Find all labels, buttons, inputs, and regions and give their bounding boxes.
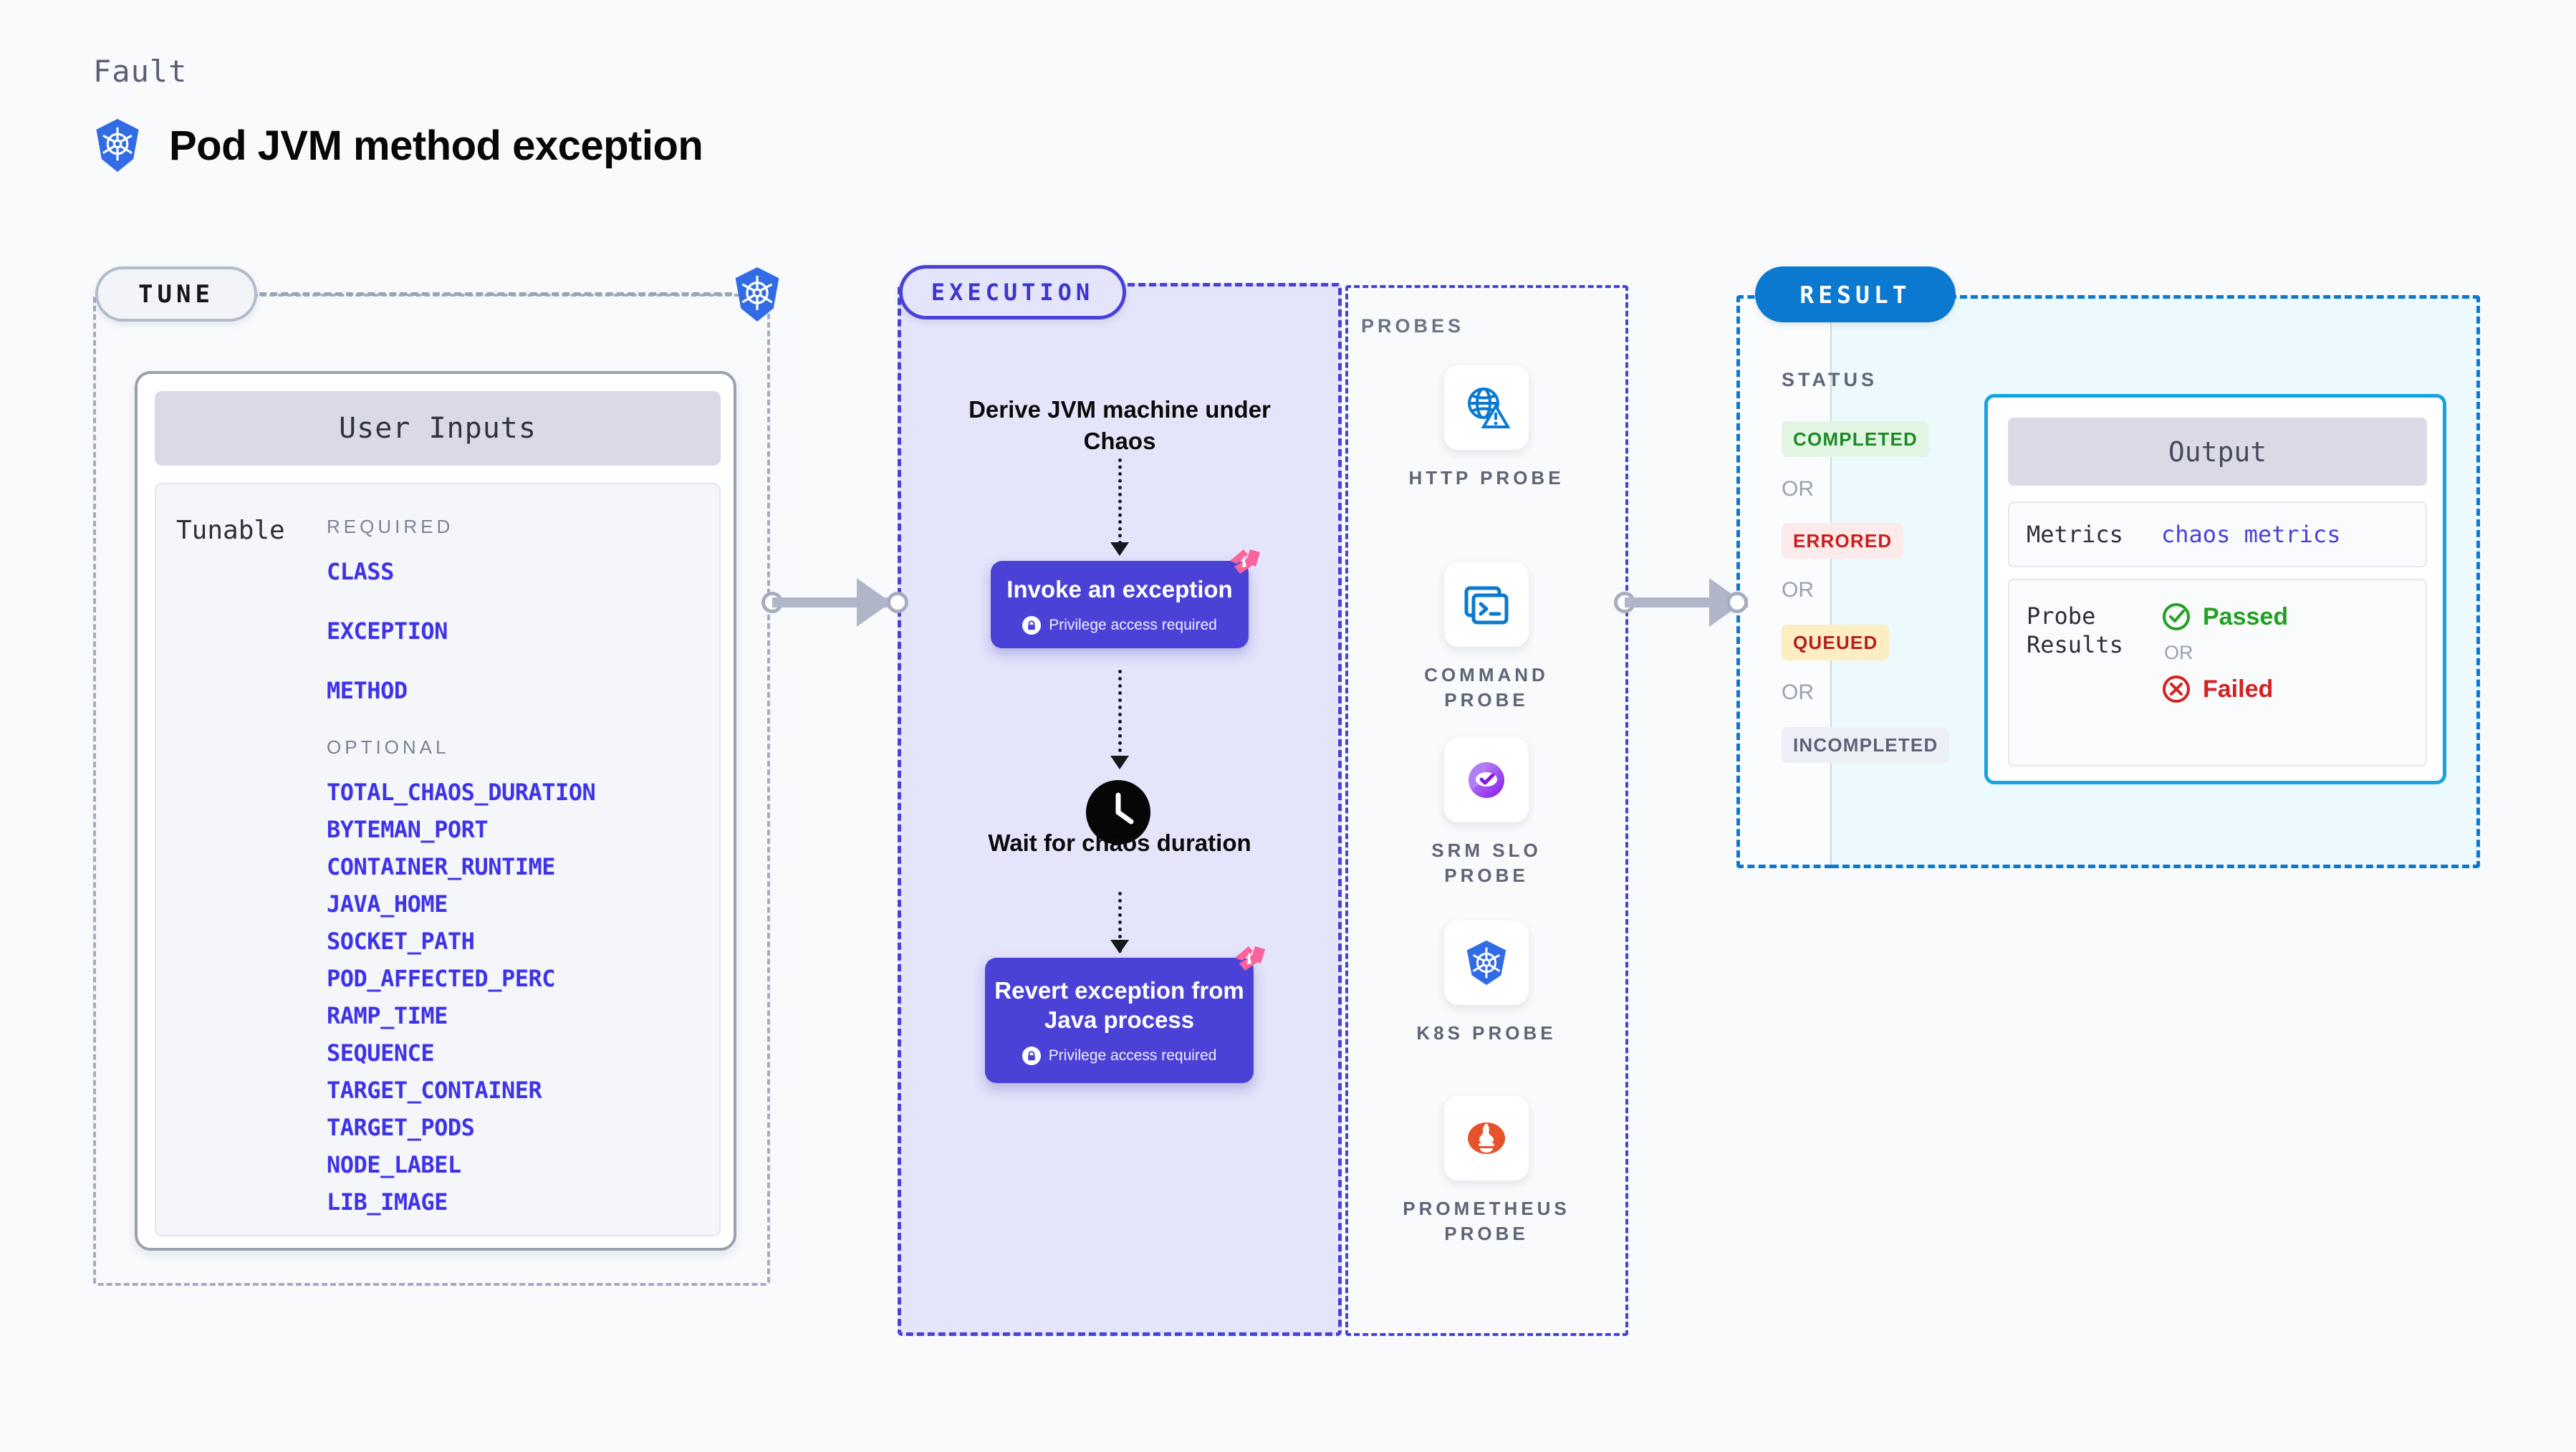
param-ramp-time[interactable]: RAMP_TIME <box>327 1002 448 1029</box>
output-header: Output <box>2008 418 2427 486</box>
probe-label: COMMAND PROBE <box>1424 664 1549 711</box>
or-separator: OR <box>1782 578 1814 602</box>
param-pod-affected-perc[interactable]: POD_AFFECTED_PERC <box>327 965 556 992</box>
lock-icon <box>1022 1047 1041 1066</box>
page-title: Pod JVM method exception <box>93 118 703 173</box>
kubernetes-icon <box>1466 940 1506 986</box>
execution-wait-label: Wait for chaos duration <box>988 830 1251 856</box>
output-probe-results-row: Probe Results Passed OR Faile <box>2008 579 2427 766</box>
required-group-title: REQUIRED <box>327 516 454 537</box>
param-target-container[interactable]: TARGET_CONTAINER <box>327 1077 542 1104</box>
status-title: STATUS <box>1782 369 1878 390</box>
probe-results-values: Passed OR Failed <box>2161 602 2426 765</box>
metrics-key: Metrics <box>2027 521 2123 548</box>
param-exception[interactable]: EXCEPTION <box>327 617 448 645</box>
flow-line-1 <box>1118 458 1122 544</box>
execution-step-derive-label: Derive JVM machine under Chaos <box>969 396 1271 454</box>
prometheus-icon <box>1468 1122 1505 1154</box>
param-target-pods[interactable]: TARGET_PODS <box>327 1114 475 1141</box>
optional-param-list: TOTAL_CHAOS_DURATION BYTEMAN_PORT CONTAI… <box>327 779 719 1216</box>
lock-icon <box>1022 616 1042 635</box>
optional-group-title: OPTIONAL <box>327 736 450 758</box>
param-container-runtime[interactable]: CONTAINER_RUNTIME <box>327 853 556 880</box>
metrics-value-link[interactable]: chaos metrics <box>2161 521 2341 548</box>
param-byteman-port[interactable]: BYTEMAN_PORT <box>327 816 489 843</box>
param-class[interactable]: CLASS <box>327 558 394 585</box>
or-separator: OR <box>1782 477 1814 501</box>
tune-pill[interactable]: TUNE <box>95 266 257 322</box>
fault-eyebrow: Fault <box>93 54 188 89</box>
user-inputs-header: User Inputs <box>155 391 721 466</box>
user-inputs-card: User Inputs Tunable REQUIRED CLASS EXCEP… <box>135 371 736 1251</box>
result-pill[interactable]: RESULT <box>1755 266 1956 322</box>
param-method[interactable]: METHOD <box>327 677 408 704</box>
privilege-note: Privilege access required <box>1022 616 1217 635</box>
probe-k8s[interactable]: K8S PROBE <box>1393 920 1580 1046</box>
probe-tile <box>1444 1096 1529 1181</box>
clock-icon <box>1083 777 1153 851</box>
execution-node-invoke-exception[interactable]: Invoke an exception Privilege access req… <box>991 549 1260 648</box>
flow-line-3 <box>1118 892 1122 953</box>
privilege-note: Privilege access required <box>1022 1047 1217 1066</box>
node-title: Invoke an exception <box>1006 575 1233 602</box>
tunable-parameters: REQUIRED CLASS EXCEPTION METHOD OPTIONAL… <box>327 484 719 1235</box>
param-java-home[interactable]: JAVA_HOME <box>327 890 448 918</box>
param-total-chaos-duration[interactable]: TOTAL_CHAOS_DURATION <box>327 779 596 806</box>
terminal-icon <box>1464 586 1509 625</box>
probe-label: PROMETHEUS PROBE <box>1403 1198 1570 1245</box>
page-title-text: Pod JVM method exception <box>169 122 703 169</box>
user-inputs-body: Tunable REQUIRED CLASS EXCEPTION METHOD … <box>155 483 721 1236</box>
status-badge-completed: COMPLETED <box>1782 421 1930 457</box>
or-separator: OR <box>2164 642 2193 663</box>
flow-arrow-2 <box>1110 756 1129 769</box>
result-divider <box>1830 299 1832 865</box>
x-circle-icon <box>2163 675 2190 703</box>
failed-label: Failed <box>2203 675 2274 703</box>
probe-tile <box>1444 562 1529 647</box>
status-badge-queued: QUEUED <box>1782 625 1890 660</box>
litmus-icon <box>1229 942 1269 986</box>
execution-node-revert-exception[interactable]: Revert exception from Java process Privi… <box>985 946 1265 1083</box>
probe-http[interactable]: HTTP PROBE <box>1393 365 1580 491</box>
or-separator: OR <box>1782 681 1814 704</box>
kubernetes-icon <box>731 266 783 326</box>
probe-tile <box>1444 365 1529 450</box>
tune-connector-line <box>259 292 732 296</box>
check-circle-icon <box>2163 603 2190 630</box>
srm-slo-icon <box>1469 762 1504 798</box>
privilege-text: Privilege access required <box>1048 1047 1217 1064</box>
param-socket-path[interactable]: SOCKET_PATH <box>327 928 475 955</box>
probe-command[interactable]: COMMAND PROBE <box>1393 562 1580 713</box>
status-badge-incompleted: INCOMPLETED <box>1782 727 1950 763</box>
probe-label: SRM SLO PROBE <box>1431 840 1542 887</box>
param-sequence[interactable]: SEQUENCE <box>327 1039 435 1067</box>
probe-result-failed: Failed <box>2161 674 2426 704</box>
probe-label: K8S PROBE <box>1416 1022 1557 1044</box>
probe-results-key: Probe Results <box>2027 602 2123 658</box>
probe-prometheus[interactable]: PROMETHEUS PROBE <box>1393 1096 1580 1246</box>
flow-line-2 <box>1118 670 1122 759</box>
passed-label: Passed <box>2203 602 2289 630</box>
privilege-text: Privilege access required <box>1049 617 1217 634</box>
status-badge-errored: ERRORED <box>1782 523 1904 559</box>
flow-arrow-3 <box>1110 940 1129 953</box>
litmus-icon <box>1224 545 1264 589</box>
tunable-label: Tunable <box>176 516 285 545</box>
probe-label: HTTP PROBE <box>1408 467 1565 489</box>
globe-warning-icon <box>1468 388 1511 428</box>
probes-title: PROBES <box>1361 315 1465 337</box>
execution-pill[interactable]: EXECUTION <box>899 265 1126 319</box>
flow-arrow-1 <box>1110 542 1129 556</box>
required-param-list: CLASS EXCEPTION METHOD <box>327 558 719 704</box>
param-lib-image[interactable]: LIB_IMAGE <box>327 1188 448 1216</box>
probe-tile <box>1444 738 1529 822</box>
node-title: Revert exception from Java process <box>994 976 1244 1033</box>
probe-srm-slo[interactable]: SRM SLO PROBE <box>1393 738 1580 888</box>
param-node-label[interactable]: NODE_LABEL <box>327 1151 461 1178</box>
output-card: Output Metrics chaos metrics Probe Resul… <box>1984 394 2446 784</box>
probe-result-passed: Passed <box>2161 602 2426 632</box>
kubernetes-icon <box>93 118 142 173</box>
output-metrics-row: Metrics chaos metrics <box>2008 501 2427 567</box>
probe-tile <box>1444 920 1529 1005</box>
